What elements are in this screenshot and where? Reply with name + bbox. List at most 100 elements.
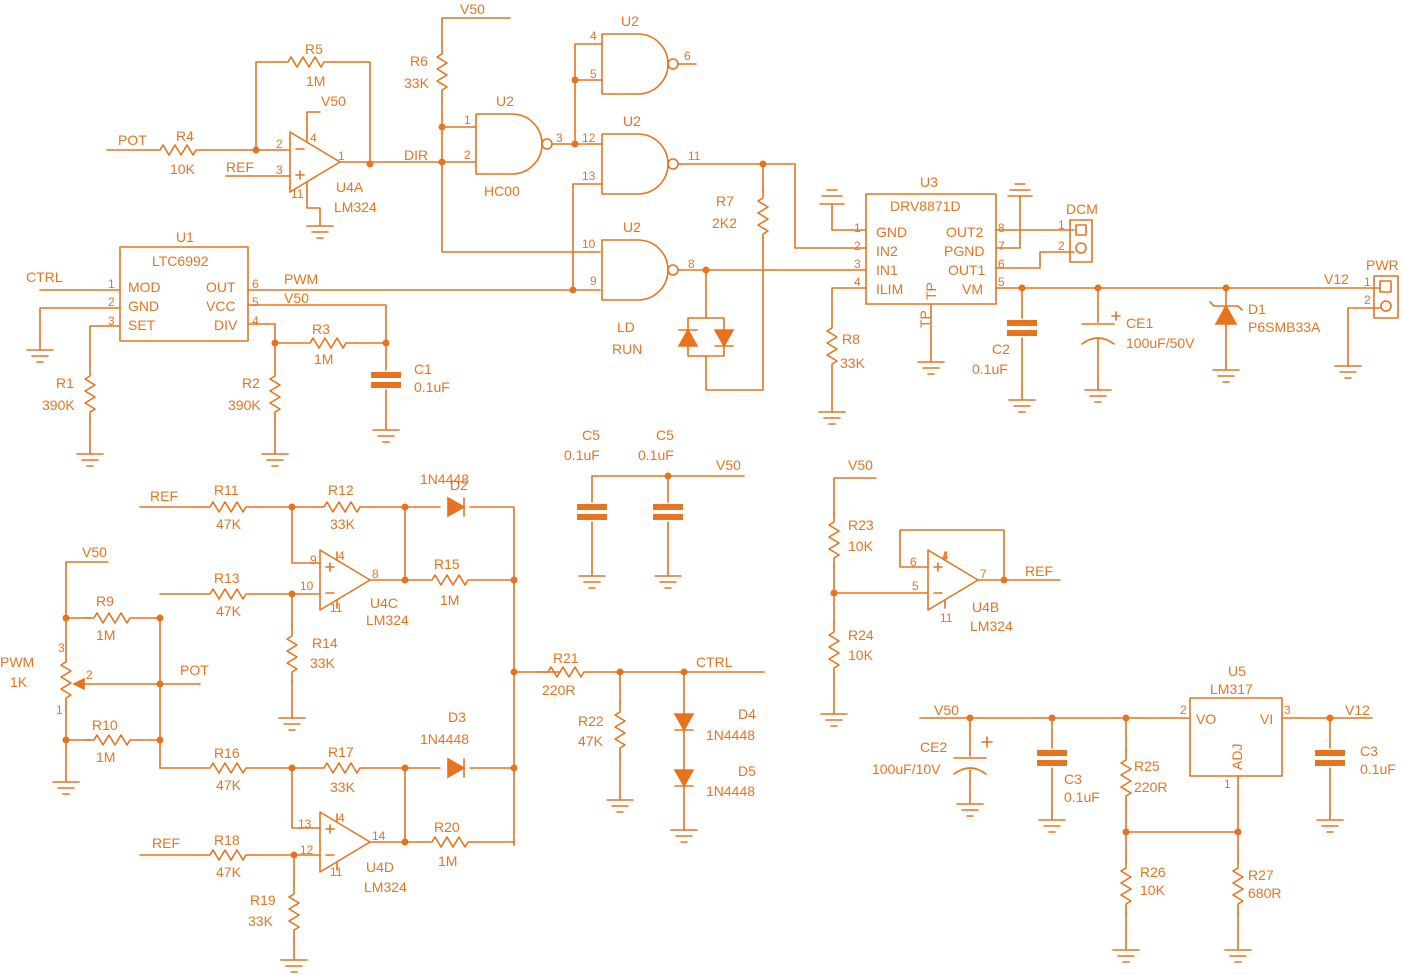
c3a-ref: C3 <box>1064 771 1082 787</box>
svg-text:1: 1 <box>108 277 115 291</box>
u4a-section: POT R4 10K REF R5 1M 2 3 1 4 11 V50 U4A … <box>106 41 443 239</box>
u4b-pin11: 11 <box>940 611 953 625</box>
c5-section: C5 0.1uF C5 0.1uF V50 <box>564 427 745 589</box>
r3-value: 1M <box>314 351 333 367</box>
r21-value: 220R <box>542 682 575 698</box>
u4b-section: V50 R23 10K R24 10K 6 5 7 4 11 REF U4B L… <box>820 457 1061 727</box>
c1-value: 0.1uF <box>414 379 450 395</box>
diode-d5 <box>674 769 694 787</box>
u3-tp-b: TP <box>917 310 933 328</box>
u3-ref: U3 <box>920 174 938 190</box>
d1-ref: D1 <box>1248 301 1266 317</box>
u4a-pin2: 2 <box>276 137 283 151</box>
r24-value: 10K <box>848 647 874 663</box>
u2-mid-pin2: 2 <box>464 148 471 162</box>
resistor-r18 <box>199 849 257 861</box>
r7-ref: R7 <box>716 193 734 209</box>
r17-value: 33K <box>330 779 356 795</box>
resistor-r6 <box>436 43 448 101</box>
u4b-ref: U4B <box>972 599 999 615</box>
u4a-pin3: 3 <box>276 163 283 177</box>
u4b-value: LM324 <box>970 618 1013 634</box>
svg-text:6: 6 <box>252 277 259 291</box>
net-label-ref-r18: REF <box>152 835 180 851</box>
u4a-ref: U4A <box>336 179 364 195</box>
u5-value: LM317 <box>1210 681 1253 697</box>
r8-ref: R8 <box>842 331 860 347</box>
pot-ref: PWM <box>0 654 34 670</box>
nand-section: V50 R6 33K U2 HC00 1 2 3 U2 4 5 6 U2 12 … <box>404 1 867 391</box>
net-label-v12-u5: V12 <box>1345 702 1370 718</box>
net-label-v50-u5: V50 <box>934 702 959 718</box>
d4-ref: D4 <box>738 706 756 722</box>
svg-text:1: 1 <box>56 703 63 717</box>
net-label-ctrl: CTRL <box>26 269 63 285</box>
u5-section: V50 CE2 100uF/10V C3 0.1uF R25 220R R26 … <box>872 663 1396 963</box>
net-label-dir: DIR <box>404 147 428 163</box>
u4c-pin8: 8 <box>372 567 379 581</box>
r7-value: 2K2 <box>712 215 737 231</box>
u4b-pin6: 6 <box>910 555 917 569</box>
d2-value: 1N4448 <box>420 471 469 487</box>
u1-value: LTC6992 <box>152 253 209 269</box>
svg-text:5: 5 <box>998 275 1005 289</box>
resistor-r15 <box>421 574 479 586</box>
net-label-v50-pot: V50 <box>82 544 107 560</box>
u2-8-pin8: 8 <box>688 257 695 271</box>
net-label-pot: POT <box>118 132 147 148</box>
r15-value: 1M <box>440 592 459 608</box>
resistor-r3 <box>299 337 357 349</box>
r11-ref: R11 <box>214 482 239 498</box>
r11-value: 47K <box>216 516 242 532</box>
r13-ref: R13 <box>214 570 240 586</box>
ce2-ref: CE2 <box>920 739 947 755</box>
capacitor-c1 <box>371 375 401 385</box>
r12-ref: R12 <box>328 482 354 498</box>
r6-ref: R6 <box>410 53 428 69</box>
u3-section: U3 DRV8871D GND IN2 IN1 ILIM 1 2 3 4 OUT… <box>818 174 1399 425</box>
u3-pin-out1: OUT1 <box>948 262 986 278</box>
capacitor-c3b <box>1315 753 1345 763</box>
u4d-pin13: 13 <box>298 817 312 831</box>
u4b-pin4: 4 <box>942 549 949 563</box>
potentiometer-pwm <box>60 651 72 709</box>
nand-gate-11 <box>601 133 679 195</box>
u4b-pin5: 5 <box>912 579 919 593</box>
u2-mid-pin1: 1 <box>464 113 471 127</box>
nand-gate-8 <box>601 239 679 301</box>
svg-text:7: 7 <box>998 239 1005 253</box>
led-label-run: RUN <box>612 341 642 357</box>
u3-pin-out2: OUT2 <box>946 224 984 240</box>
u3-pin-vm: VM <box>962 281 983 297</box>
u2-top-pin5: 5 <box>590 67 597 81</box>
r15-ref: R15 <box>434 556 460 572</box>
r27-ref: R27 <box>1248 867 1274 883</box>
resistor-r27 <box>1232 857 1244 915</box>
resistor-r13 <box>199 588 257 600</box>
r1-value: 390K <box>42 397 75 413</box>
net-label-pot-wiper: POT <box>180 662 209 678</box>
net-label-ctrl-out: CTRL <box>696 654 733 670</box>
opamp-u4b <box>927 549 979 611</box>
svg-text:1: 1 <box>1058 218 1065 232</box>
resistor-r17 <box>313 762 371 774</box>
c5b-value: 0.1uF <box>638 447 674 463</box>
u5-ref: U5 <box>1228 663 1246 679</box>
u2-mid-pin3: 3 <box>556 131 563 145</box>
svg-text:3: 3 <box>854 257 861 271</box>
resistor-r22 <box>614 701 626 759</box>
u4c-pin10: 10 <box>300 579 314 593</box>
resistor-r11 <box>199 501 257 513</box>
r2-ref: R2 <box>242 375 260 391</box>
u4a-pin1: 1 <box>338 149 345 163</box>
u3-pin-gnd: GND <box>876 224 907 240</box>
c2-ref: C2 <box>992 341 1010 357</box>
svg-text:4: 4 <box>252 314 259 328</box>
u4d-value: LM324 <box>364 879 407 895</box>
d1-value: P6SMB33A <box>1248 319 1321 335</box>
ce1-value: 100uF/50V <box>1126 335 1195 351</box>
resistor-r8 <box>826 317 838 375</box>
r4-value: 10K <box>170 161 196 177</box>
resistor-r9 <box>83 612 141 624</box>
capacitor-c3a <box>1037 753 1067 763</box>
